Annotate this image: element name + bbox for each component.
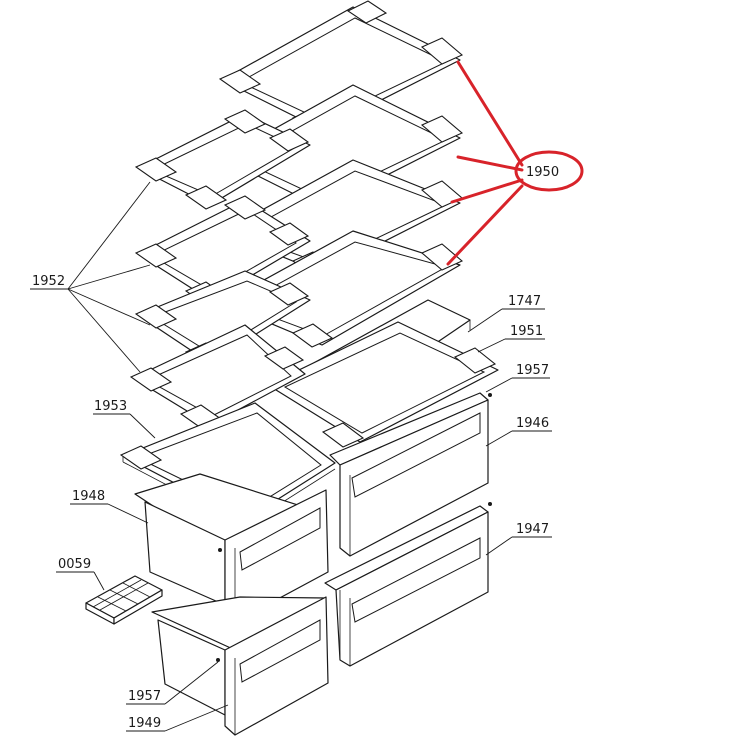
leader-lines: [30, 181, 552, 732]
shelf-1951: [267, 321, 499, 448]
drawer-1946: [329, 392, 492, 557]
shelf-left-1: [134, 109, 311, 210]
highlight-line-2: [456, 155, 524, 172]
label-1952: 1952: [32, 274, 65, 289]
part-labels: 1950 1952 1747 1951 1957 1946 1953 1948 …: [32, 165, 559, 731]
label-1948: 1948: [72, 489, 105, 504]
drawer-1947: [324, 502, 492, 667]
highlight-ellipse: [514, 150, 584, 192]
label-1747: 1747: [508, 294, 541, 309]
label-0059: 0059: [58, 557, 91, 572]
label-1957-lower: 1957: [128, 689, 161, 704]
drawer-1949: [151, 596, 329, 736]
highlight-line-3: [450, 178, 524, 204]
ice-tray: [85, 575, 163, 625]
highlight-line-4: [446, 184, 524, 266]
label-1953: 1953: [94, 399, 127, 414]
label-1946: 1946: [516, 416, 549, 431]
label-1949: 1949: [128, 716, 161, 731]
label-1957-upper: 1957: [516, 363, 549, 378]
highlight-1950: [446, 60, 584, 266]
shelf-left-4: [129, 324, 306, 429]
label-1947: 1947: [516, 522, 549, 537]
label-1951: 1951: [510, 324, 543, 339]
label-1950: 1950: [526, 165, 559, 180]
highlight-line-1: [456, 60, 524, 167]
shelf-left-2: [134, 195, 311, 306]
